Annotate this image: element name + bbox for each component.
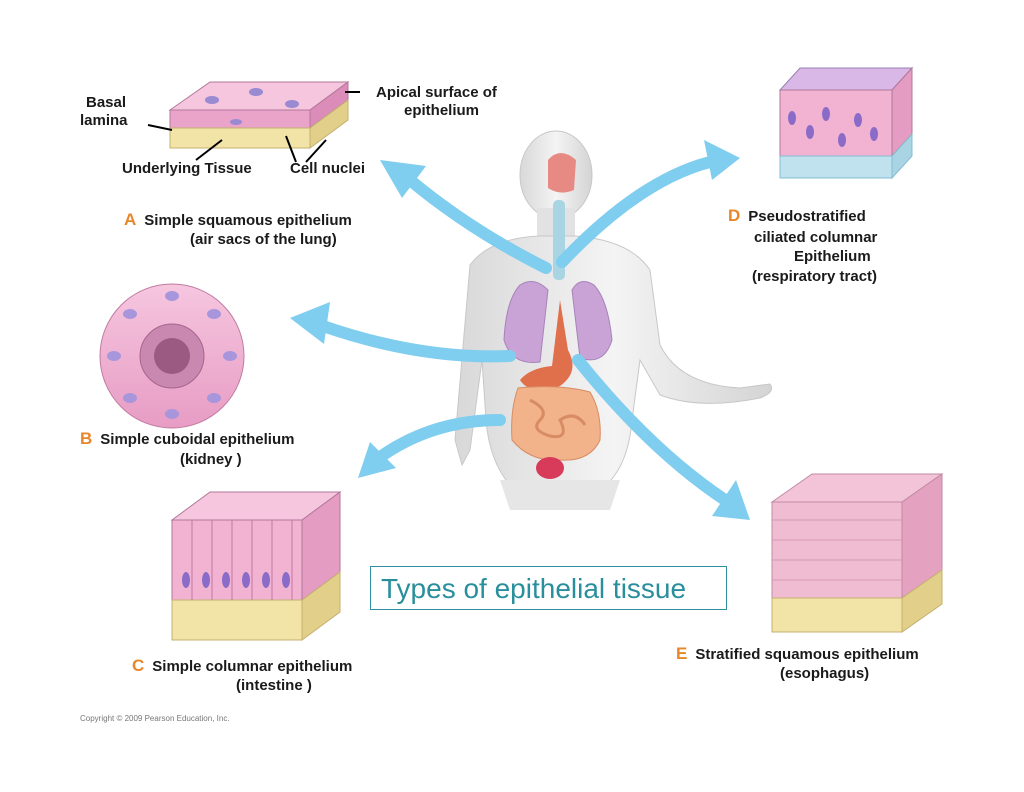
tissue-d-caption: D Pseudostratified: [728, 207, 866, 226]
tissue-c-illustration: [170, 491, 342, 641]
label-apical-epithelium: epithelium: [404, 102, 480, 119]
human-figure: [454, 130, 773, 510]
title-box: Types of epithelial tissue: [370, 566, 727, 610]
label-apical-surface: Apical surface of: [376, 84, 497, 101]
tissue-d-letter: D: [728, 206, 741, 225]
tissue-b-letter: B: [80, 429, 93, 448]
tissue-e-caption: E Stratified squamous epithelium: [676, 645, 919, 664]
tissue-c-letter: C: [132, 656, 145, 675]
diagram-title: Types of epithelial tissue: [381, 573, 687, 604]
pointer-lines: [147, 91, 360, 163]
tissue-d-name-line2: ciliated columnar: [754, 229, 878, 246]
tissue-a-letter: A: [124, 210, 137, 229]
label-lamina: lamina: [80, 112, 128, 129]
tissue-b-caption: B Simple cuboidal epithelium: [80, 430, 294, 449]
tissue-e-illustration: [770, 473, 944, 633]
tissue-d-location: (respiratory tract): [752, 268, 878, 285]
label-underlying-tissue: Underlying Tissue: [122, 160, 252, 177]
arrow-heads: [290, 140, 750, 520]
tissue-b-name: Simple cuboidal epithelium: [100, 431, 295, 448]
label-cell-nuclei: Cell nuclei: [290, 160, 366, 177]
tissue-e-location: (esophagus): [780, 665, 870, 682]
tissue-d-name-line3: Epithelium: [794, 248, 871, 265]
label-basal: Basal: [86, 94, 127, 111]
tissue-b-location: (kidney ): [180, 451, 242, 468]
tissue-c-name: Simple columnar epithelium: [152, 658, 353, 675]
tissue-a-name: Simple squamous epithelium: [144, 212, 352, 229]
tissue-e-letter: E: [676, 644, 688, 663]
tissue-a-caption: A Simple squamous epithelium: [124, 211, 352, 230]
tissue-d-name-line1: Pseudostratified: [748, 208, 866, 225]
tissue-c-location: (intestine ): [236, 677, 312, 694]
copyright-notice: Copyright © 2009 Pearson Education, Inc.: [80, 714, 230, 723]
tissue-b-illustration: [99, 283, 245, 429]
tissue-a-illustration: [168, 81, 350, 149]
organs: [503, 153, 613, 479]
tissue-a-location: (air sacs of the lung): [190, 231, 337, 248]
arrows: [314, 156, 731, 506]
tissue-c-caption: C Simple columnar epithelium: [132, 657, 352, 676]
tissue-d-illustration: [778, 66, 914, 180]
tissue-e-name: Stratified squamous epithelium: [695, 646, 919, 663]
